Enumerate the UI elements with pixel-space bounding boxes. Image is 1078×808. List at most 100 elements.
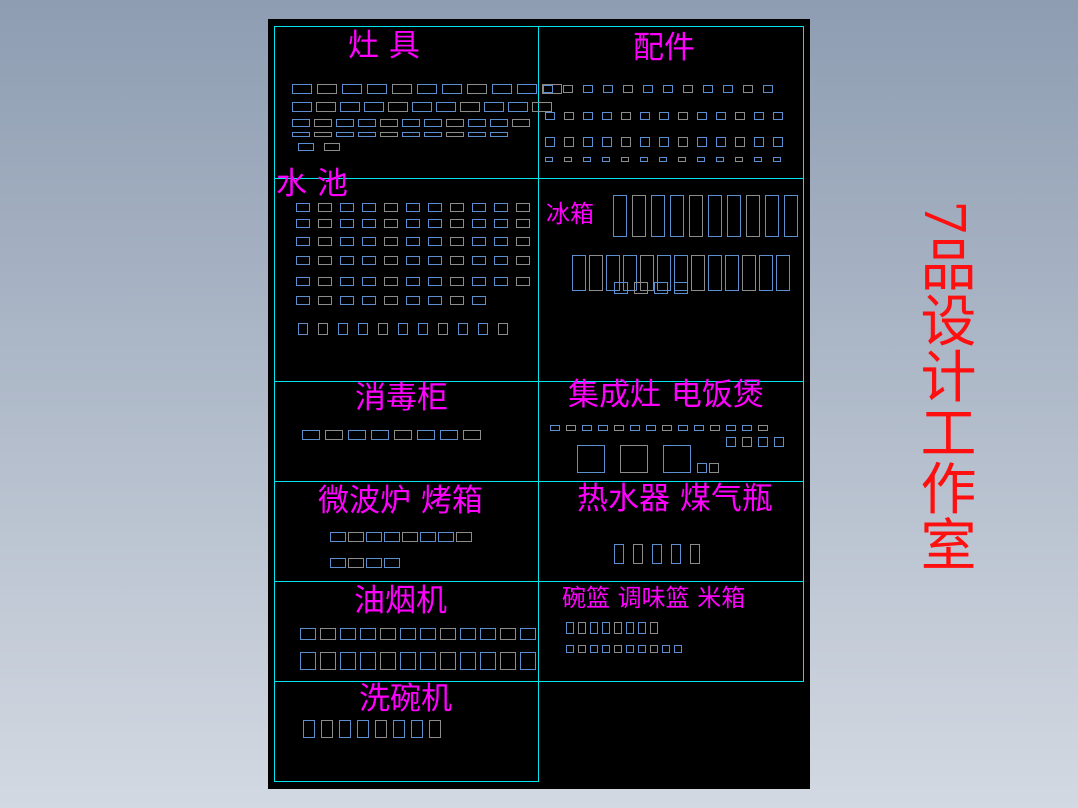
cad-symbol bbox=[340, 219, 354, 228]
cad-symbol bbox=[754, 157, 762, 162]
cad-symbol bbox=[320, 652, 336, 670]
cad-symbol bbox=[723, 85, 733, 93]
cad-symbol bbox=[380, 652, 396, 670]
cad-symbol bbox=[640, 157, 648, 162]
cad-symbol bbox=[484, 102, 504, 112]
cad-symbol bbox=[406, 219, 420, 228]
cad-symbol bbox=[494, 256, 508, 265]
cad-symbol bbox=[480, 628, 496, 640]
label-range-hood: 油烟机 bbox=[354, 583, 447, 619]
label-stove: 灶 具 bbox=[348, 28, 420, 64]
cad-symbol bbox=[296, 203, 310, 212]
cad-symbol bbox=[651, 195, 665, 237]
cad-symbol bbox=[380, 132, 398, 137]
cad-symbol bbox=[784, 195, 798, 237]
label-water-heater-gas: 热水器 煤气瓶 bbox=[577, 481, 773, 517]
cad-symbol bbox=[743, 85, 753, 93]
cad-symbol bbox=[498, 323, 508, 335]
cad-symbol bbox=[564, 157, 572, 162]
cad-symbol bbox=[709, 463, 719, 473]
cad-symbol bbox=[566, 622, 574, 634]
cad-symbol bbox=[440, 430, 458, 440]
cad-symbol bbox=[520, 628, 536, 640]
cad-symbol bbox=[620, 445, 648, 473]
label-accessories: 配件 bbox=[633, 30, 695, 66]
cad-symbol bbox=[683, 85, 693, 93]
cad-symbol bbox=[384, 203, 398, 212]
cad-symbol bbox=[640, 112, 650, 120]
cad-symbol bbox=[602, 112, 612, 120]
cad-symbol bbox=[340, 237, 354, 246]
cad-symbol bbox=[512, 119, 530, 127]
cad-symbol bbox=[602, 137, 612, 147]
cad-symbol bbox=[543, 85, 553, 93]
cad-symbol bbox=[380, 119, 398, 127]
cad-symbol bbox=[603, 85, 613, 93]
cad-symbol bbox=[516, 203, 530, 212]
cad-symbol bbox=[545, 157, 553, 162]
cad-symbol bbox=[598, 425, 608, 431]
frame-line bbox=[274, 26, 804, 27]
cad-symbol bbox=[659, 157, 667, 162]
cad-symbol bbox=[646, 425, 656, 431]
cad-symbol bbox=[623, 85, 633, 93]
watermark-text: 7品设计工作室 bbox=[911, 200, 976, 572]
cad-symbol bbox=[662, 425, 672, 431]
cad-symbol bbox=[362, 256, 376, 265]
cad-symbol bbox=[418, 323, 428, 335]
cad-symbol bbox=[460, 102, 480, 112]
cad-symbol bbox=[364, 102, 384, 112]
cad-symbol bbox=[678, 425, 688, 431]
cad-symbol bbox=[634, 282, 648, 294]
cad-symbol bbox=[490, 132, 508, 137]
cad-symbol bbox=[494, 203, 508, 212]
cad-symbol bbox=[406, 296, 420, 305]
cad-symbol bbox=[460, 628, 476, 640]
cad-symbol bbox=[388, 102, 408, 112]
cad-symbol bbox=[302, 430, 320, 440]
cad-symbol bbox=[614, 282, 628, 294]
cad-symbol bbox=[689, 195, 703, 237]
cad-symbol bbox=[371, 430, 389, 440]
cad-symbol bbox=[670, 195, 684, 237]
cad-symbol bbox=[674, 282, 688, 294]
cad-symbol bbox=[758, 437, 768, 447]
cad-symbol bbox=[338, 323, 348, 335]
cad-symbol bbox=[384, 532, 400, 542]
cad-symbol bbox=[500, 652, 516, 670]
cad-symbol bbox=[440, 628, 456, 640]
cad-symbol bbox=[516, 219, 530, 228]
cad-symbol bbox=[494, 237, 508, 246]
cad-symbol bbox=[348, 532, 364, 542]
cad-symbol bbox=[358, 323, 368, 335]
cad-symbol bbox=[659, 137, 669, 147]
cad-symbol bbox=[716, 137, 726, 147]
cad-symbol bbox=[317, 84, 337, 94]
cad-symbol bbox=[400, 652, 416, 670]
cad-symbol bbox=[380, 628, 396, 640]
cad-symbol bbox=[440, 652, 456, 670]
cad-symbol bbox=[516, 277, 530, 286]
cad-symbol bbox=[358, 119, 376, 127]
cad-symbol bbox=[321, 720, 333, 738]
cad-symbol bbox=[697, 463, 707, 473]
cad-symbol bbox=[602, 157, 610, 162]
cad-symbol bbox=[450, 219, 464, 228]
cad-symbol bbox=[296, 296, 310, 305]
cad-symbol bbox=[478, 323, 488, 335]
cad-symbol bbox=[746, 195, 760, 237]
cad-symbol bbox=[735, 137, 745, 147]
cad-symbol bbox=[602, 622, 610, 634]
cad-symbol bbox=[583, 112, 593, 120]
cad-symbol bbox=[606, 255, 620, 291]
cad-symbol bbox=[583, 157, 591, 162]
cad-symbol bbox=[318, 237, 332, 246]
cad-symbol bbox=[564, 112, 574, 120]
cad-symbol bbox=[394, 430, 412, 440]
cad-symbol bbox=[708, 255, 722, 291]
cad-symbol bbox=[360, 652, 376, 670]
cad-symbol bbox=[384, 256, 398, 265]
cad-symbol bbox=[532, 102, 552, 112]
cad-symbol bbox=[438, 532, 454, 542]
cad-symbol bbox=[318, 323, 328, 335]
